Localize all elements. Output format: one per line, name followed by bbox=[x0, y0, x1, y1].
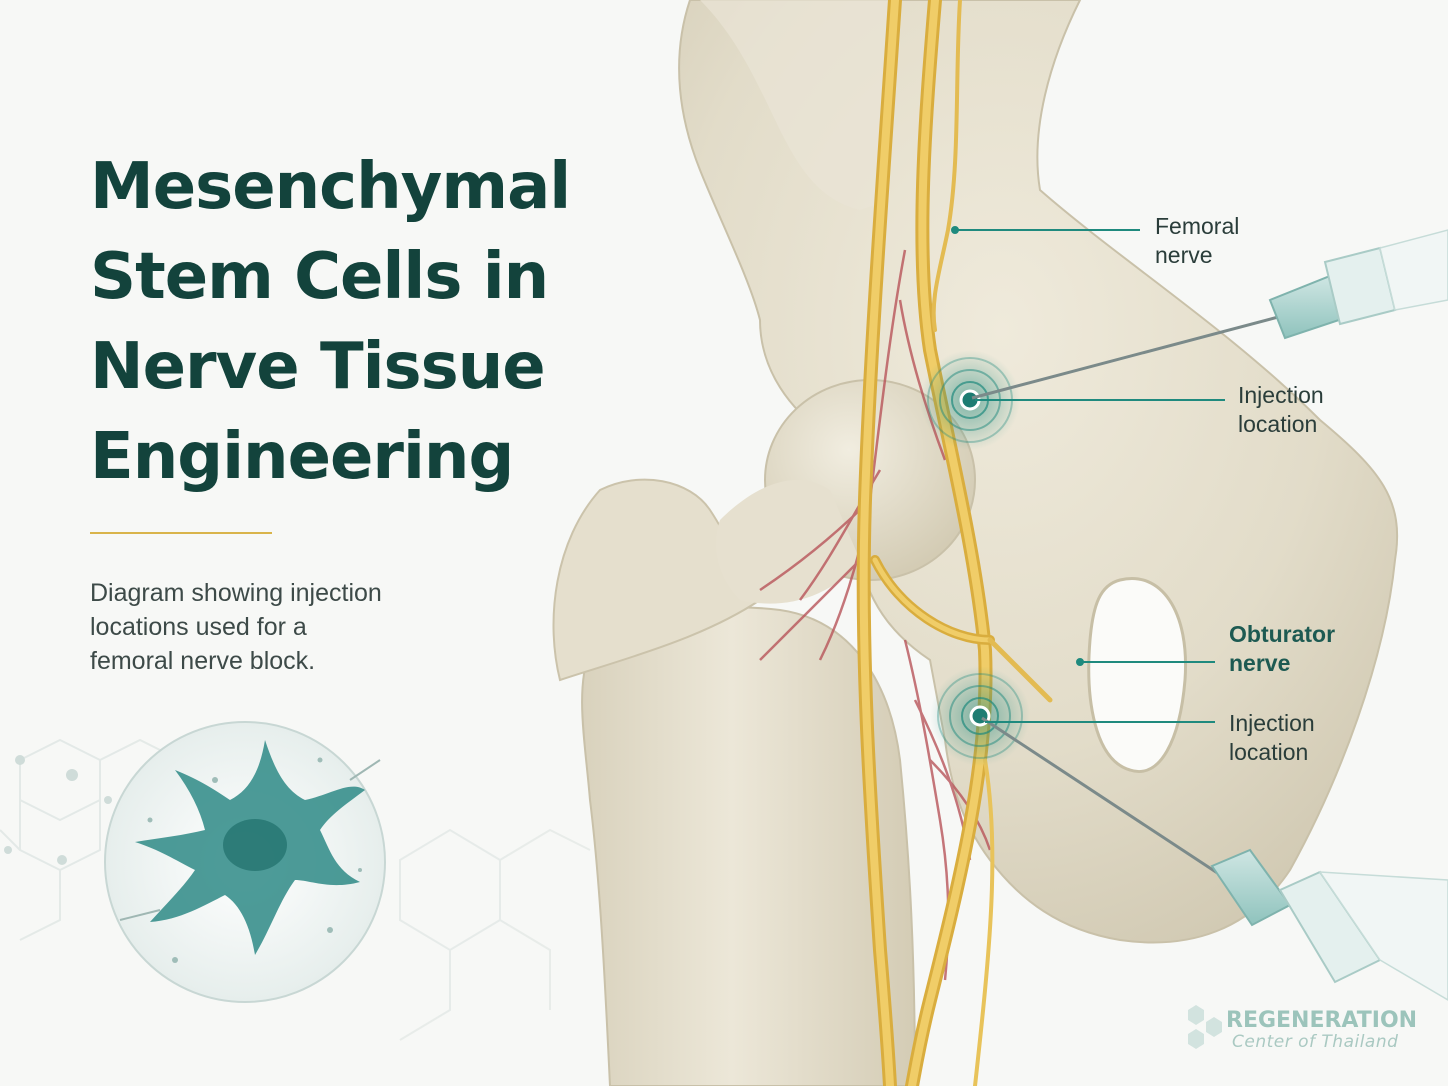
caption: Diagram showing injection locations used… bbox=[90, 576, 510, 678]
syringe-needle-icon bbox=[971, 229, 1448, 400]
iliac-crest bbox=[700, 0, 890, 210]
title-line-4: Engineering bbox=[90, 420, 514, 494]
title-line-1: Mesenchymal bbox=[90, 150, 571, 224]
caption-line-1: Diagram showing injection bbox=[90, 579, 382, 607]
label-femoral-nerve: Femoral nerve bbox=[1155, 212, 1239, 270]
divider bbox=[90, 532, 272, 534]
label-injection-upper: Injection location bbox=[1238, 381, 1324, 439]
label-injection-upper-line-2: location bbox=[1238, 411, 1318, 437]
label-injection-lower: Injection location bbox=[1229, 709, 1315, 767]
syringe-needle-icon bbox=[981, 716, 1448, 1001]
logo-text-line-1: REGENERATION bbox=[1226, 1008, 1418, 1033]
label-injection-lower-line-2: location bbox=[1229, 739, 1309, 765]
caption-line-2: locations used for a bbox=[90, 613, 307, 641]
molecule-dots bbox=[4, 755, 112, 865]
caption-line-3: femoral nerve block. bbox=[90, 647, 316, 675]
logo: REGENERATION Center of Thailand bbox=[1180, 1004, 1420, 1056]
label-injection-upper-line-1: Injection bbox=[1238, 382, 1324, 408]
label-obturator-nerve: Obturator nerve bbox=[1229, 620, 1335, 678]
femur-shaft bbox=[581, 606, 917, 1086]
page-title: Mesenchymal Stem Cells in Nerve Tissue E… bbox=[90, 142, 670, 502]
title-line-2: Stem Cells in bbox=[90, 240, 549, 314]
logo-hexagon-icon bbox=[1188, 1005, 1222, 1049]
label-obturator-nerve-line-2: nerve bbox=[1229, 650, 1291, 676]
hexagon-pattern-mid bbox=[399, 828, 591, 1041]
logo-text-line-2: Center of Thailand bbox=[1232, 1032, 1399, 1052]
greater-trochanter bbox=[552, 478, 762, 682]
femoral-neck bbox=[716, 480, 860, 604]
femoral-nerve-bundle bbox=[856, 0, 1053, 1086]
obturator-foramen bbox=[1087, 577, 1188, 773]
pelvis-bone bbox=[678, 0, 1399, 944]
label-obturator-nerve-line-1: Obturator bbox=[1229, 621, 1336, 647]
label-femoral-nerve-line-1: Femoral bbox=[1155, 213, 1240, 239]
label-femoral-nerve-line-2: nerve bbox=[1155, 242, 1213, 268]
title-line-3: Nerve Tissue bbox=[90, 330, 546, 404]
mesenchymal-stem-cell-icon bbox=[104, 721, 386, 1003]
hexagon-pattern-left bbox=[0, 738, 181, 941]
label-leader-lines bbox=[951, 226, 1225, 723]
injection-target-icon bbox=[930, 666, 1030, 766]
label-injection-lower-line-1: Injection bbox=[1229, 710, 1315, 736]
